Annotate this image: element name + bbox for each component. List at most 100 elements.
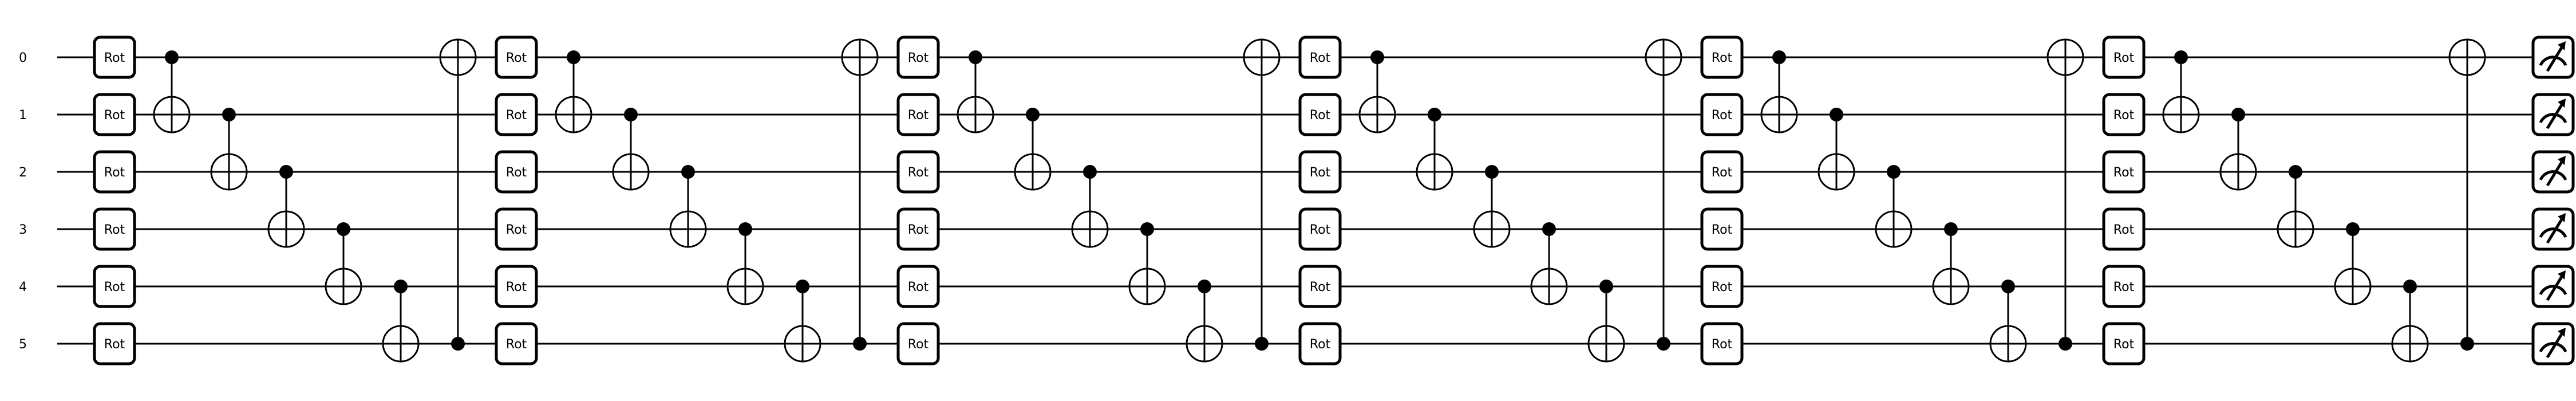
rot-gate-label: Rot [908,51,929,65]
rot-gate-box [93,265,136,308]
cnot-control-dot [279,165,293,179]
rot-gate: Rot [896,93,940,136]
cnot-control-dot [1887,165,1901,179]
cnot-control-dot [796,280,809,293]
rot-gate-box [2102,322,2146,365]
rot-gate-label: Rot [908,337,929,352]
measurement-arrowhead [2558,156,2566,165]
cnot-control-dot [624,108,638,121]
rot-gate: Rot [495,322,538,365]
rot-gate: Rot [2102,93,2146,136]
rot-gate-label: Rot [1310,166,1331,180]
rot-gate-box [1298,36,1342,79]
cnot-gate [267,165,305,248]
rot-gate-box [1700,150,1744,194]
wire-label-2: 2 [19,166,27,180]
rot-gate: Rot [896,322,940,365]
cnot-control-dot [681,165,695,179]
cnot-gate [1645,38,1682,351]
rot-gate: Rot [495,265,538,308]
rot-gate-box [495,36,538,79]
measurement-arc [2539,56,2567,66]
rot-gate-label: Rot [506,280,527,294]
measurement-needle [2546,158,2565,187]
rot-gate-label: Rot [1712,166,1733,180]
wire-label-1: 1 [19,108,27,123]
cnot-gate [1243,38,1281,351]
cnot-gate [1530,222,1568,305]
rot-gate-box [495,93,538,136]
rot-gate-label: Rot [1310,280,1331,294]
cnot-control-dot [2403,280,2417,293]
measurement-arc [2539,227,2567,238]
cnot-control-dot [1830,108,1843,121]
rot-gate: Rot [495,36,538,79]
cnot-control-dot [1198,280,1211,293]
rot-gate-box [93,36,136,79]
rot-gate: Rot [896,207,940,251]
cnot-gate [726,222,764,305]
measurement-needle [2546,101,2565,129]
wire-label-0: 0 [19,51,27,65]
cnot-control-dot [2289,165,2302,179]
cnot-gate [1186,280,1223,363]
rot-gate: Rot [2102,150,2146,194]
cnot-control-dot [1485,165,1499,179]
cnot-gate [210,108,248,191]
rot-gate: Rot [1700,93,1744,136]
rot-gate: Rot [896,36,940,79]
rot-gate-label: Rot [1310,223,1331,237]
measurement-needle [2546,215,2565,244]
cnot-control-dot [337,222,350,236]
rot-gate-label: Rot [2113,223,2135,237]
cnot-gate [612,108,650,191]
rot-gate: Rot [896,150,940,194]
cnot-gate [153,50,191,133]
rot-gate-box [495,207,538,251]
rot-gate-box [896,322,940,365]
rot-gate-box [1298,322,1342,365]
gates-layer: RotRotRotRotRotRotRotRotRotRotRotRotRotR… [93,36,2575,365]
cnot-gate [2162,50,2200,133]
cnot-gate [957,50,994,133]
cnot-control-dot [1140,222,1154,236]
rot-gate-label: Rot [2113,280,2135,294]
rot-gate: Rot [896,265,940,308]
rot-gate-label: Rot [1310,51,1331,65]
cnot-gate [2391,280,2429,363]
cnot-gate [1128,222,1166,305]
rot-gate: Rot [1298,93,1342,136]
measurement-arc [2539,170,2567,181]
cnot-control-dot [969,50,982,64]
rot-gate: Rot [1700,265,1744,308]
rot-gate-box [2102,36,2146,79]
measurement-needle [2546,330,2565,359]
cnot-control-dot [2346,222,2360,236]
rot-gate-label: Rot [506,337,527,352]
rot-gate-box [1298,93,1342,136]
measurement-arc [2539,113,2567,124]
measurement-arrowhead [2558,213,2566,222]
rot-gate-box [2102,93,2146,136]
rot-gate-box [1700,36,1744,79]
cnot-gate [1989,280,2027,363]
measurement-meter-icon [2531,36,2575,79]
rot-gate: Rot [2102,322,2146,365]
cnot-control-dot [1542,222,1556,236]
cnot-control-dot [1599,280,1613,293]
cnot-gate [439,38,477,351]
cnot-control-dot [394,280,408,293]
cnot-gate [1071,165,1109,248]
connections-layer [171,40,2468,361]
cnot-control-dot [2231,108,2245,121]
rot-gate-label: Rot [2113,337,2135,352]
rot-gate-box [896,265,940,308]
rot-gate: Rot [1700,150,1744,194]
rot-gate-label: Rot [908,166,929,180]
rot-gate-label: Rot [1310,337,1331,352]
rot-gate-label: Rot [908,223,929,237]
rot-gate: Rot [1700,322,1744,365]
rot-gate: Rot [1700,36,1744,79]
cnot-control-dot [2460,337,2474,351]
